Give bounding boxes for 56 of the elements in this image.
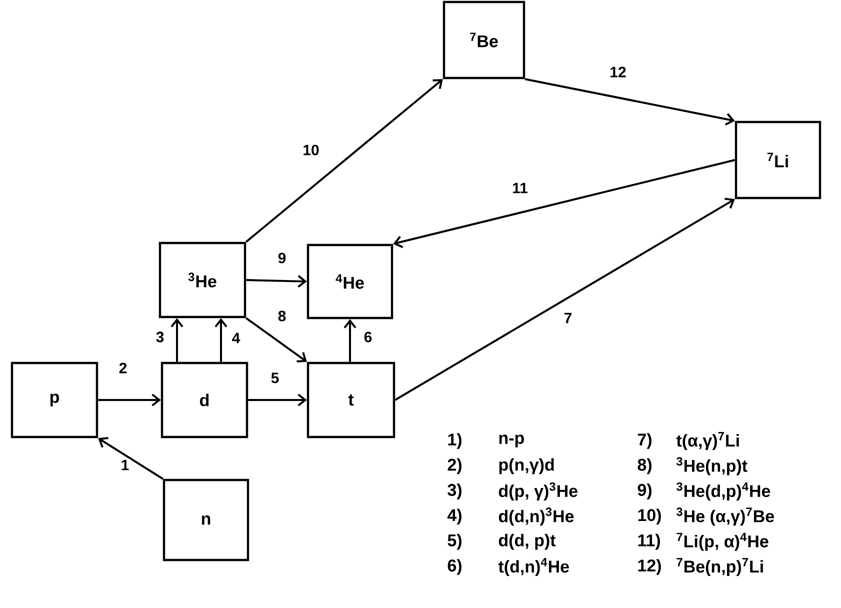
- edge-label: 10: [302, 144, 320, 156]
- nucleus-box: t: [306, 362, 396, 438]
- arrow: [344, 319, 356, 362]
- nucleus-box: p: [10, 362, 98, 438]
- nucleus-box: n: [162, 478, 250, 562]
- arrow: [246, 275, 307, 288]
- nucleus-box: $^{7}$Be: [442, 0, 526, 80]
- arrow: [394, 198, 735, 401]
- reaction-number: 10): [638, 508, 661, 525]
- arrow: [245, 79, 443, 243]
- reaction-number: 2): [448, 458, 462, 474]
- arrow: [98, 437, 164, 480]
- reaction-text: d(d,n)$^{3}$He: [498, 508, 574, 526]
- reaction-number: 3): [448, 484, 462, 500]
- reaction-text: $^{7}$Be(n,p)$^{7}$Li: [676, 558, 763, 576]
- arrow: [170, 318, 184, 362]
- reaction-number: 9): [638, 484, 652, 500]
- arrow: [248, 394, 307, 406]
- reaction-text: $^{3}$He(d,p)$^{4}$He: [676, 482, 770, 500]
- edge-label: 4: [230, 332, 242, 344]
- arrow: [98, 394, 161, 406]
- reaction-text: t(α,γ)$^{7}$Li: [676, 432, 739, 450]
- reaction-number: 4): [447, 508, 462, 525]
- edge-label: 11: [511, 182, 529, 194]
- edge-label: 12: [608, 66, 628, 78]
- arrow: [246, 317, 307, 362]
- edge-label: 5: [270, 372, 280, 384]
- reaction-text: t(d,n)$^{4}$He: [498, 558, 569, 576]
- edge-label: 6: [362, 330, 374, 344]
- nucleus-box: d: [160, 362, 248, 438]
- reaction-number: 1): [448, 433, 462, 449]
- arrow: [214, 318, 228, 362]
- reaction-text: p(n,γ)d: [499, 458, 554, 474]
- nucleus-box: $^{7}$Li: [734, 120, 822, 200]
- reaction-number: 6): [448, 559, 462, 575]
- reaction-number: 8): [638, 458, 652, 474]
- edge-label: 3: [154, 330, 166, 344]
- reaction-text: d(p, γ)$^{3}$He: [498, 482, 578, 500]
- reaction-number: 11): [638, 534, 660, 550]
- arrow: [393, 159, 736, 248]
- edge-label: 1: [120, 458, 130, 472]
- reaction-text: $^{7}$Li(p, α)$^{4}$He: [676, 532, 768, 551]
- reaction-text: $^{3}$He(n,p)t: [676, 457, 748, 476]
- nucleus-box: $^{4}$He: [306, 244, 394, 320]
- reaction-number: 12): [638, 559, 661, 575]
- reaction-text: n-p: [499, 434, 524, 448]
- reaction-number: 5): [448, 534, 462, 550]
- nucleus-box: $^{3}$He: [158, 242, 246, 318]
- reaction-number: 7): [638, 433, 652, 449]
- edge-label: 8: [276, 310, 288, 322]
- edge-label: 9: [276, 252, 288, 264]
- edge-label: 2: [118, 362, 128, 374]
- reaction-text: $^{3}$He (α,γ)$^{7}$Be: [676, 508, 774, 526]
- reaction-text: d(d, p)t: [498, 534, 556, 550]
- edge-label: 7: [562, 312, 574, 324]
- arrow: [524, 78, 735, 126]
